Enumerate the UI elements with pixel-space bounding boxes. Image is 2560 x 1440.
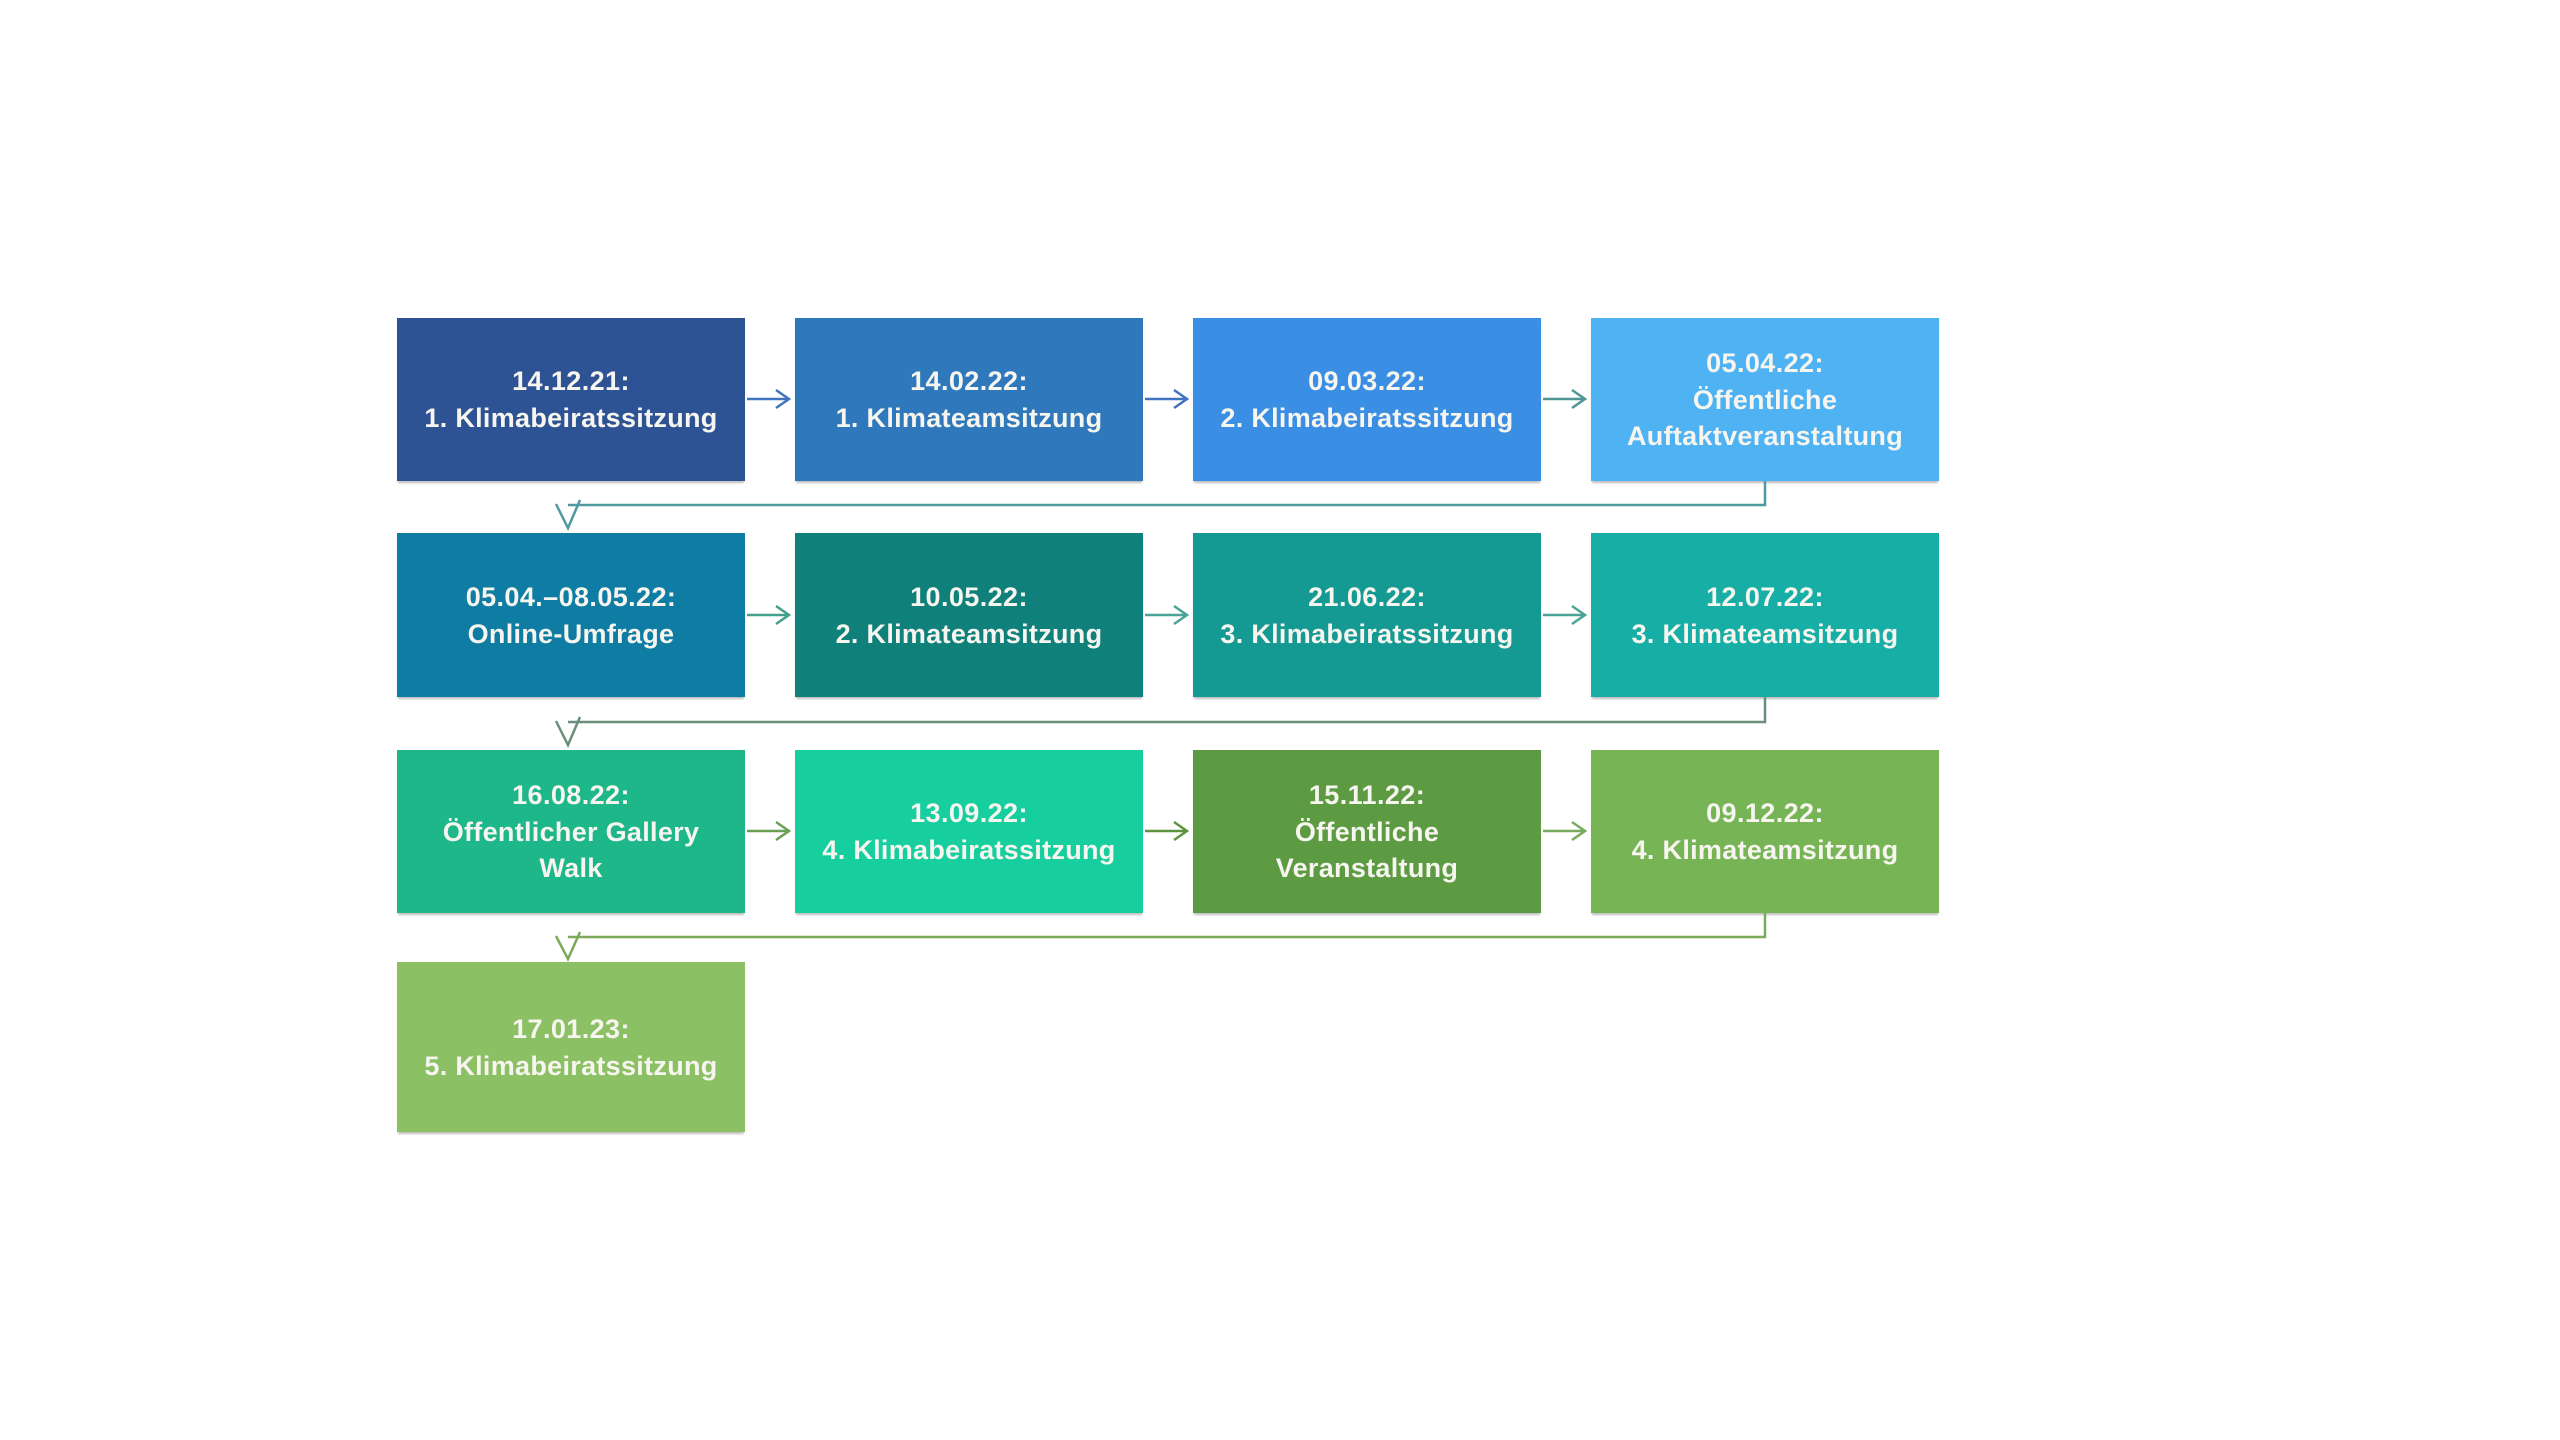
timeline-box-r4c1: 17.01.23: 5. Klimabeiratssitzung: [397, 962, 745, 1132]
wrap-down-arrow-icon: [554, 913, 1767, 962]
box-date: 15.11.22:: [1308, 780, 1426, 810]
box-title: 1. Klimateamsitzung: [835, 403, 1103, 433]
box-title: 4. Klimabeiratssitzung: [822, 835, 1116, 865]
box-date: 14.12.21:: [512, 366, 630, 396]
box-title: Öffentliche Veranstaltung: [1275, 817, 1459, 883]
timeline-box-r1c4: 05.04.22: Öffentliche Auftaktveranstaltu…: [1591, 318, 1939, 481]
right-arrow-icon: [1543, 604, 1588, 626]
wrap-down-arrow-icon: [554, 697, 1767, 748]
box-date: 14.02.22:: [910, 366, 1028, 396]
timeline-box-r2c1: 05.04.–08.05.22: Online-Umfrage: [397, 533, 745, 697]
box-title: 3. Klimabeiratssitzung: [1220, 618, 1514, 649]
timeline-box-r3c1: 16.08.22: Öffentlicher Gallery Walk: [397, 750, 745, 913]
box-date: 09.03.22:: [1308, 366, 1426, 396]
wrap-down-arrow-icon: [554, 481, 1767, 531]
box-date: 05.04.22:: [1706, 348, 1824, 378]
timeline-box-r3c3: 15.11.22: Öffentliche Veranstaltung: [1193, 750, 1541, 913]
box-date: 09.12.22:: [1706, 798, 1824, 828]
box-date: 17.01.23:: [512, 1013, 630, 1044]
box-date: 10.05.22:: [910, 581, 1028, 612]
right-arrow-icon: [747, 388, 792, 410]
right-arrow-icon: [1543, 820, 1588, 842]
box-title: 5. Klimabeiratssitzung: [424, 1050, 718, 1081]
box-date: 21.06.22:: [1308, 581, 1426, 612]
timeline-box-r3c4: 09.12.22: 4. Klimateamsitzung: [1591, 750, 1939, 913]
right-arrow-icon: [747, 820, 792, 842]
box-title: 4. Klimateamsitzung: [1631, 835, 1899, 865]
timeline-box-r1c3: 09.03.22: 2. Klimabeiratssitzung: [1193, 318, 1541, 481]
timeline-box-r2c3: 21.06.22: 3. Klimabeiratssitzung: [1193, 533, 1541, 697]
box-title: Öffentlicher Gallery Walk: [442, 817, 700, 883]
box-date: 13.09.22:: [910, 798, 1028, 828]
right-arrow-icon: [747, 604, 792, 626]
timeline-box-r1c1: 14.12.21: 1. Klimabeiratssitzung: [397, 318, 745, 481]
timeline-box-r2c2: 10.05.22: 2. Klimateamsitzung: [795, 533, 1143, 697]
box-title: 2. Klimabeiratssitzung: [1220, 403, 1514, 433]
box-title: Online-Umfrage: [467, 618, 675, 649]
right-arrow-icon: [1543, 388, 1588, 410]
box-date: 05.04.–08.05.22:: [465, 581, 677, 612]
timeline-box-r3c2: 13.09.22: 4. Klimabeiratssitzung: [795, 750, 1143, 913]
timeline-box-r2c4: 12.07.22: 3. Klimateamsitzung: [1591, 533, 1939, 697]
right-arrow-icon: [1145, 820, 1190, 842]
box-title: 1. Klimabeiratssitzung: [424, 403, 718, 433]
box-title: 2. Klimateamsitzung: [835, 618, 1103, 649]
box-title: Öffentliche Auftaktveranstaltung: [1626, 385, 1904, 451]
box-date: 12.07.22:: [1706, 581, 1824, 612]
timeline-box-r1c2: 14.02.22: 1. Klimateamsitzung: [795, 318, 1143, 481]
right-arrow-icon: [1145, 604, 1190, 626]
box-date: 16.08.22:: [512, 780, 630, 810]
right-arrow-icon: [1145, 388, 1190, 410]
box-title: 3. Klimateamsitzung: [1631, 618, 1899, 649]
